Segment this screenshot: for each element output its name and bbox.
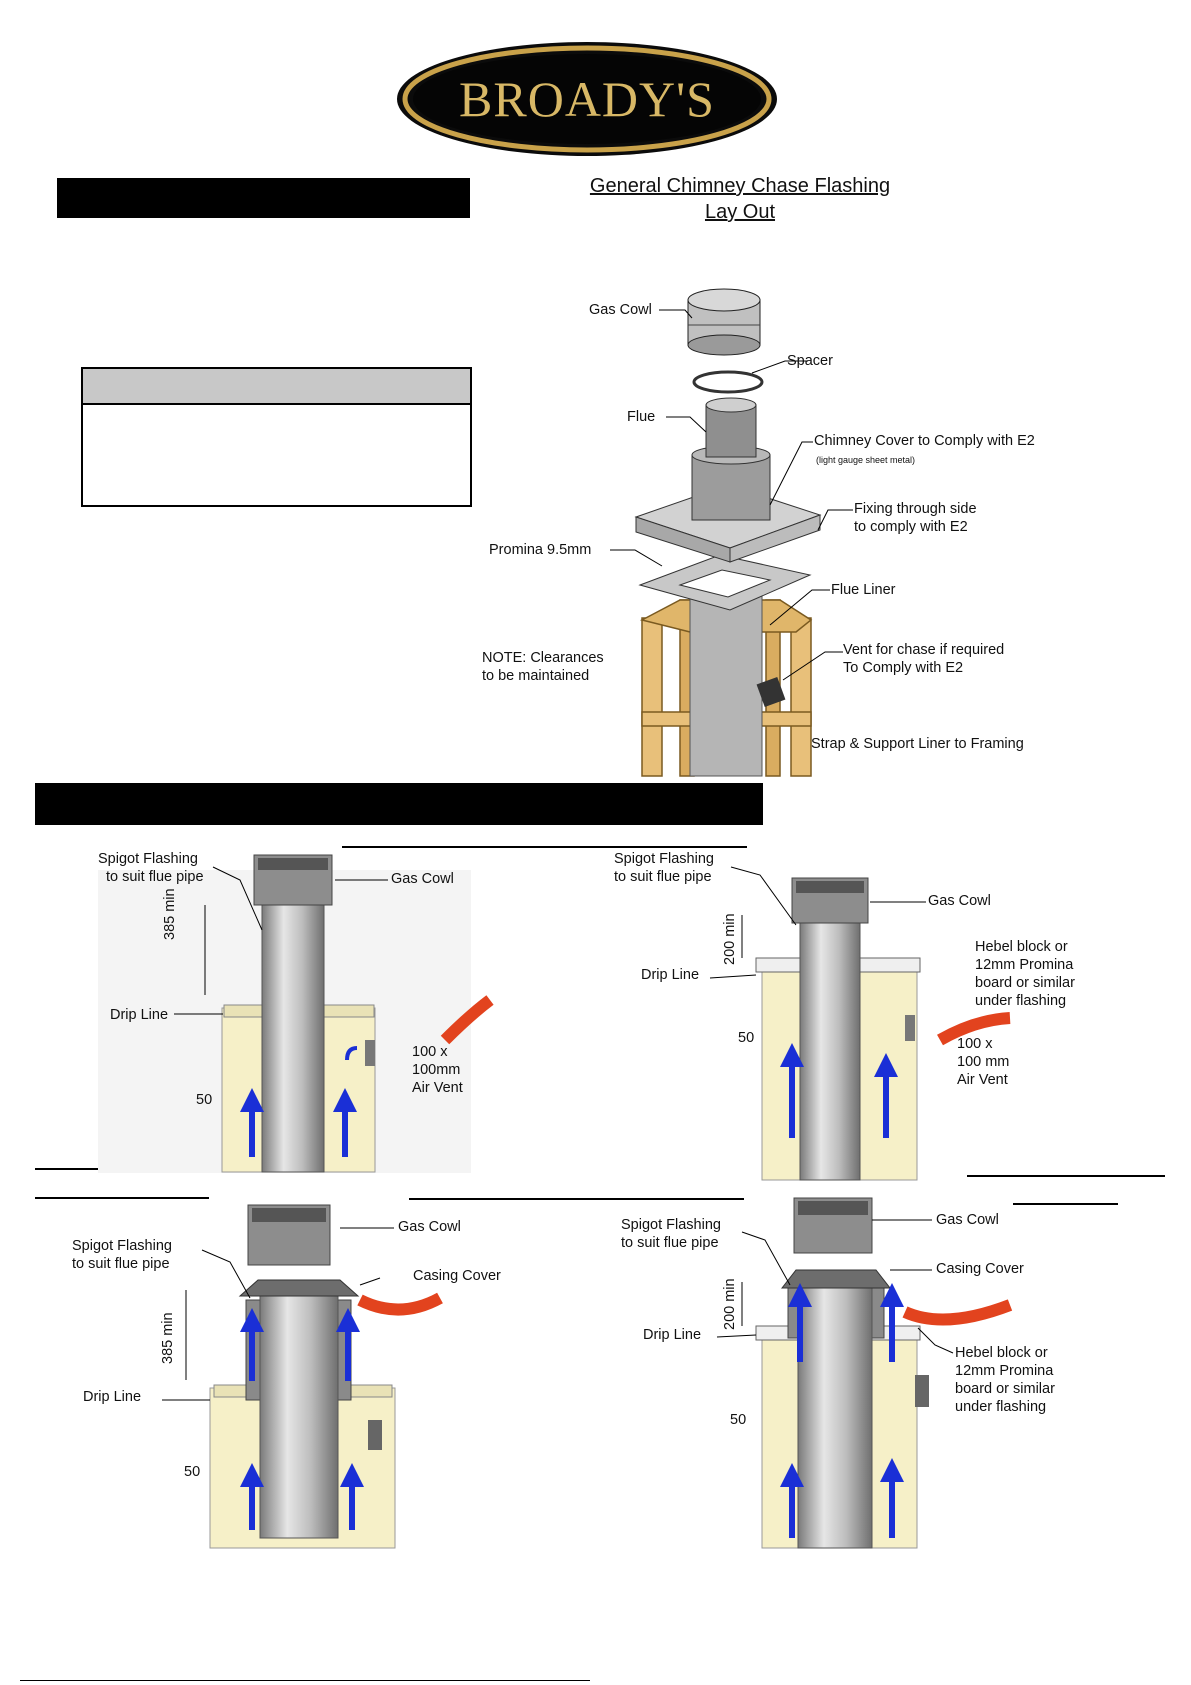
promina-board xyxy=(638,554,812,611)
b-vent-1: 100 x xyxy=(957,1036,993,1052)
rule-middle xyxy=(409,1198,744,1200)
c-spigot-1: Spigot Flashing xyxy=(72,1238,172,1254)
info-box-header xyxy=(83,369,470,405)
d-spigot-1: Spigot Flashing xyxy=(621,1217,721,1233)
rule-bottom xyxy=(20,1680,590,1681)
d-casing-cover: Casing Cover xyxy=(936,1261,1024,1277)
timber-framing xyxy=(639,599,813,777)
label-vent-1: Vent for chase if required xyxy=(843,642,1005,658)
b-hebel-1: Hebel block or xyxy=(975,939,1068,955)
logo-text: BROADY'S xyxy=(459,71,715,127)
a-vent-2: 100mm xyxy=(412,1062,461,1078)
label-strap: Strap & Support Liner to Framing xyxy=(811,736,1024,752)
c-gas-cowl: Gas Cowl xyxy=(398,1219,461,1235)
label-flue-liner: Flue Liner xyxy=(831,582,896,598)
c-height: 385 min xyxy=(160,1312,176,1364)
layout-heading: General Chimney Chase Flashing Lay Out xyxy=(560,173,920,225)
spacer-ring xyxy=(692,370,764,394)
b-gap: 50 xyxy=(738,1030,755,1046)
d-gap: 50 xyxy=(730,1412,747,1428)
a-spigot-2: to suit flue pipe xyxy=(106,869,204,885)
c-drip-line: Drip Line xyxy=(83,1389,142,1405)
b-gas-cowl: Gas Cowl xyxy=(928,893,991,909)
vent-grille xyxy=(756,676,786,708)
c-gap: 50 xyxy=(184,1464,201,1480)
rule-a-top xyxy=(342,846,747,848)
d-drip-line: Drip Line xyxy=(643,1327,702,1343)
b-vent-3: Air Vent xyxy=(957,1072,1008,1088)
chimney-cover xyxy=(634,484,822,549)
label-gas-cowl-top: Gas Cowl xyxy=(589,302,652,318)
a-spigot-1: Spigot Flashing xyxy=(98,851,198,867)
d-hebel-2: 12mm Promina xyxy=(955,1363,1054,1379)
gas-cowl xyxy=(687,288,761,356)
b-height: 200 min xyxy=(722,913,738,965)
a-vent-1: 100 x xyxy=(412,1044,448,1060)
label-vent-2: To Comply with E2 xyxy=(843,660,964,676)
a-gas-cowl: Gas Cowl xyxy=(391,871,454,887)
d-hebel-4: under flashing xyxy=(955,1399,1047,1415)
flue-pipe xyxy=(691,454,771,521)
d-gas-cowl: Gas Cowl xyxy=(936,1212,999,1228)
d-hebel-3: board or similar xyxy=(955,1381,1055,1397)
flue-liner xyxy=(689,569,763,777)
b-spigot-1: Spigot Flashing xyxy=(614,851,714,867)
b-spigot-2: to suit flue pipe xyxy=(614,869,712,885)
d-height: 200 min xyxy=(722,1278,738,1330)
section-bar-top xyxy=(57,178,470,218)
b-hebel-4: under flashing xyxy=(975,993,1067,1009)
label-chimney-cover: Chimney Cover to Comply with E2 xyxy=(814,433,1035,449)
diagram-c xyxy=(162,1204,443,1549)
label-fixing-1: Fixing through side xyxy=(854,501,977,517)
rule-left-2 xyxy=(35,1197,209,1199)
b-drip-line: Drip Line xyxy=(641,967,700,983)
label-flue: Flue xyxy=(627,409,656,425)
b-vent-2: 100 mm xyxy=(957,1054,1010,1070)
a-gap: 50 xyxy=(196,1092,213,1108)
label-fixing-2: to comply with E2 xyxy=(854,519,968,535)
label-chimney-cover-note: (light gauge sheet metal) xyxy=(816,455,916,465)
b-hebel-3: board or similar xyxy=(975,975,1075,991)
section-bar-middle xyxy=(35,783,763,825)
a-height: 385 min xyxy=(162,888,178,940)
a-drip-line: Drip Line xyxy=(110,1007,169,1023)
d-spigot-2: to suit flue pipe xyxy=(621,1235,719,1251)
c-casing-cover: Casing Cover xyxy=(413,1268,501,1284)
rule-right-1 xyxy=(967,1175,1165,1177)
info-box xyxy=(81,367,472,507)
label-spacer: Spacer xyxy=(787,353,833,369)
diagram-b xyxy=(709,866,1011,1181)
b-hebel-2: 12mm Promina xyxy=(975,957,1074,973)
heading-line1: General Chimney Chase Flashing xyxy=(589,175,891,197)
d-hebel-1: Hebel block or xyxy=(955,1345,1048,1361)
c-spigot-2: to suit flue pipe xyxy=(72,1256,170,1272)
heading-line2: Lay Out xyxy=(704,201,776,223)
label-note-1: NOTE: Clearances xyxy=(482,650,604,666)
a-vent-3: Air Vent xyxy=(412,1080,463,1096)
rule-right-2 xyxy=(1013,1203,1118,1205)
broadys-logo: BROADY'S xyxy=(397,42,777,156)
rule-left-1 xyxy=(35,1168,200,1170)
label-note-2: to be maintained xyxy=(482,668,590,684)
label-promina: Promina 9.5mm xyxy=(489,542,592,558)
